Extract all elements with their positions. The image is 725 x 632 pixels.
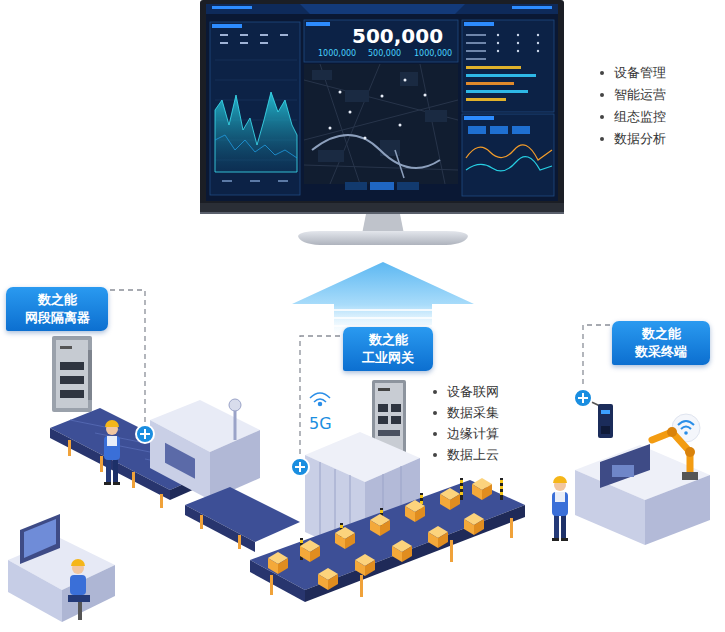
bullet-dot — [600, 93, 604, 97]
bullet-dot — [600, 137, 604, 141]
feature-item: 组态监控 — [614, 110, 666, 125]
plus-markers — [136, 389, 592, 476]
feature-item: 数据分析 — [614, 132, 666, 147]
callout-text: 数之能 工业网关 — [351, 331, 425, 367]
feature-item: 智能运营 — [614, 88, 666, 103]
leader-lines — [110, 290, 610, 456]
network-tag: 5G — [309, 415, 332, 433]
feature-item: 数据上云 — [447, 448, 499, 463]
bullet-dot — [433, 411, 437, 415]
screen-value: 500,000 — [368, 49, 401, 58]
bullet-dot — [600, 71, 604, 75]
feature-item: 边缘计算 — [447, 427, 499, 442]
feature-item: 设备联网 — [447, 385, 499, 400]
isolator-device — [52, 336, 92, 412]
box-conveyor — [250, 478, 525, 602]
callout-text: 数之能 网段隔离器 — [14, 291, 100, 327]
bullet-dot — [600, 115, 604, 119]
screen-value: 1000,000 — [318, 49, 356, 58]
callout-box: 数之能 网段隔离器 — [6, 287, 108, 331]
screen-value: 1000,000 — [414, 49, 452, 58]
bullet-dot — [433, 432, 437, 436]
callout-box: 数之能 数采终端 — [612, 321, 710, 365]
left-conveyor — [50, 399, 300, 552]
feature-item: 设备管理 — [614, 66, 666, 81]
monitor — [200, 0, 564, 245]
screen-kpi: 500,000 — [352, 25, 443, 48]
callout-text: 数之能 数采终端 — [620, 325, 702, 361]
callout-box: 数之能 工业网关 — [343, 327, 433, 371]
feature-item: 数据采集 — [447, 406, 499, 421]
control-desk — [8, 514, 115, 622]
bullet-dot — [433, 390, 437, 394]
robot-cell — [552, 427, 710, 545]
bullet-dot — [433, 453, 437, 457]
signal-icon — [310, 393, 330, 406]
